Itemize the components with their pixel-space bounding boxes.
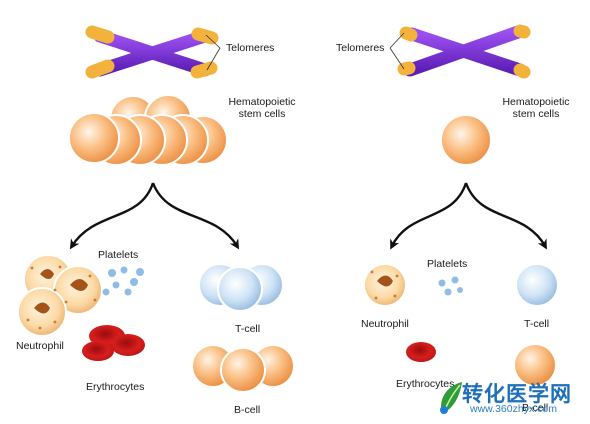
neutrophil-label-right: Neutrophil (361, 318, 409, 330)
platelets-label-right: Platelets (427, 258, 468, 270)
t-cell-label-left: T-cell (235, 323, 261, 335)
b-cells-left (191, 344, 295, 393)
neutrophil-cell-right (363, 263, 407, 307)
chromosome-long-telomeres (85, 25, 219, 79)
telomeres-label-right: Telomeres (336, 42, 385, 54)
watermark-url: www.360zhyx.com (470, 403, 557, 415)
stem-cell-cluster (68, 94, 228, 166)
erythrocytes-label-right: Erythrocytes (396, 378, 455, 390)
stem-cells-label-right: Hematopoietic stem cells (502, 96, 570, 120)
platelets-label-left: Platelets (98, 249, 139, 261)
watermark: 转化医学网 www.360zhyx.com (438, 376, 588, 420)
erythrocyte-right (406, 342, 436, 362)
telomere-pointer-lines (205, 34, 221, 71)
chromosome-short-telomeres (397, 24, 531, 79)
b-cell-right (513, 343, 557, 387)
erythrocytes-label-left: Erythrocytes (86, 381, 145, 393)
t-cell-label-right: T-cell (524, 318, 550, 330)
branch-arrows-right (390, 182, 547, 250)
stem-cells-label-left: Hematopoietic stem cells (228, 96, 296, 120)
telomeres-label-left: Telomeres (226, 42, 275, 54)
platelets-right (438, 276, 463, 296)
platelets-left (102, 266, 144, 296)
b-cell-label-left: B-cell (234, 404, 261, 416)
branch-arrows-left (69, 182, 240, 250)
telomere-pointer-lines-right (389, 32, 405, 70)
neutrophil-cells-left (17, 254, 103, 337)
neutrophil-label-left: Neutrophil (16, 340, 64, 352)
leaf-logo-icon (440, 382, 462, 414)
t-cells-left (198, 263, 284, 312)
t-cell-right (515, 263, 559, 307)
b-cell-label-right: B-cell (522, 402, 549, 414)
stem-cell-single (440, 114, 492, 166)
erythrocytes-left (82, 325, 145, 361)
watermark-title: 转化医学网 (462, 382, 572, 406)
